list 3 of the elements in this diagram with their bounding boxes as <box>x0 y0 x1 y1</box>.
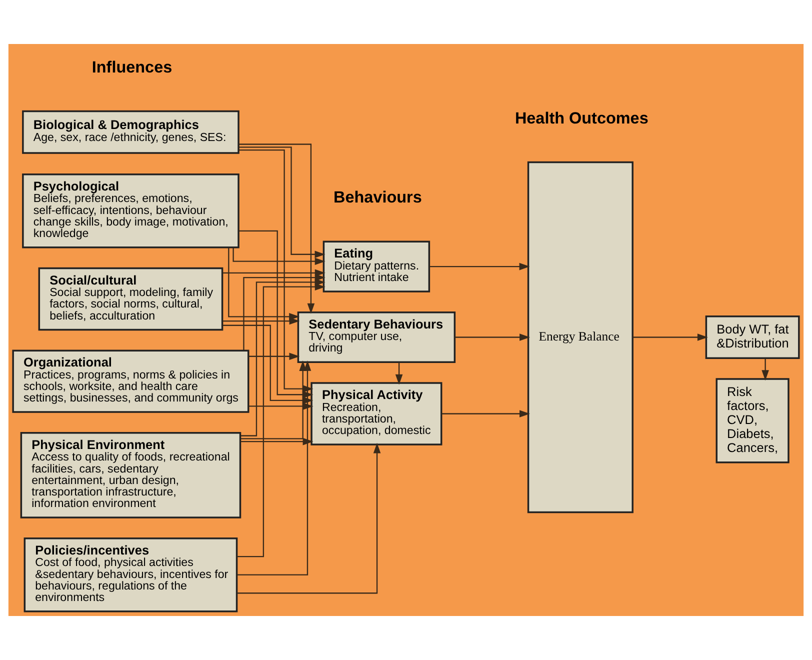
label: Health Outcomes <box>514 110 648 128</box>
label: Behaviours <box>334 188 422 206</box>
label: Influences <box>92 58 172 77</box>
